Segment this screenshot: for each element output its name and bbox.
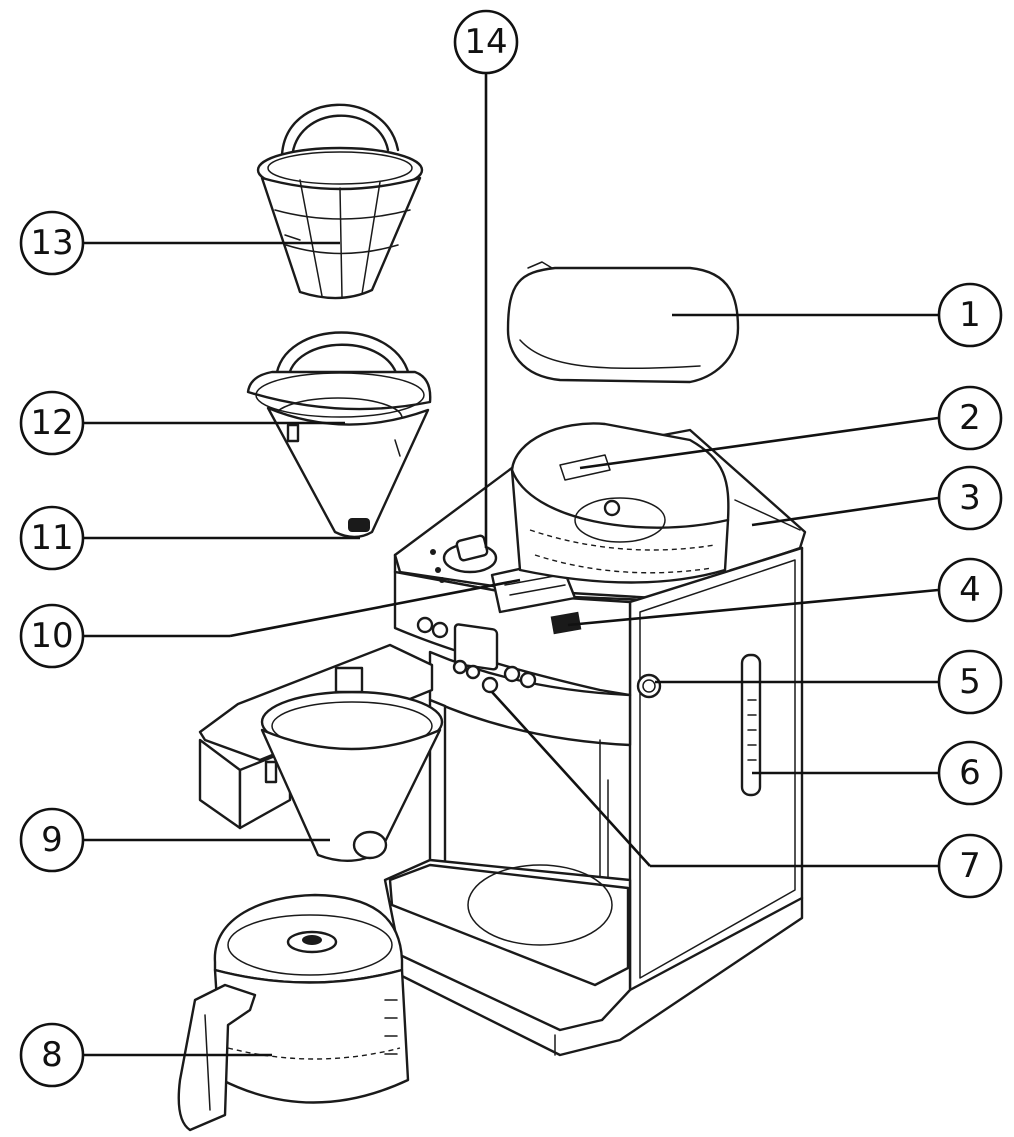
callout-4: 4 bbox=[937, 557, 1003, 623]
callout-13: 13 bbox=[19, 210, 85, 276]
leader-lines bbox=[84, 72, 939, 1057]
callout-ring-10 bbox=[19, 603, 85, 669]
callout-label-7: 7 bbox=[959, 846, 981, 886]
callouts: 1 2 3 4 5 6 7 8 bbox=[19, 9, 1003, 1088]
callout-9: 9 bbox=[19, 807, 85, 873]
callout-ring-13 bbox=[19, 210, 85, 276]
callout-3: 3 bbox=[937, 465, 1003, 531]
callout-ring-8 bbox=[19, 1022, 85, 1088]
callout-ring-7 bbox=[937, 833, 1003, 899]
callout-label-12: 12 bbox=[30, 403, 73, 443]
callout-label-2: 2 bbox=[959, 398, 981, 438]
tank-lid-drawing bbox=[506, 261, 740, 384]
callout-label-13: 13 bbox=[30, 223, 73, 263]
callout-label-5: 5 bbox=[959, 662, 981, 702]
callout-label-4: 4 bbox=[959, 570, 981, 610]
leader-line-4 bbox=[567, 588, 939, 627]
callout-ring-1 bbox=[937, 282, 1003, 348]
callout-ring-3 bbox=[937, 465, 1003, 531]
callout-ring-11 bbox=[19, 505, 85, 571]
callout-5: 5 bbox=[937, 649, 1003, 715]
callout-ring-14 bbox=[453, 9, 519, 75]
filter-holder-drawing bbox=[246, 331, 432, 539]
leader-line-7 bbox=[491, 691, 651, 867]
callout-1: 1 bbox=[937, 282, 1003, 348]
callout-ring-4 bbox=[937, 557, 1003, 623]
callout-label-11: 11 bbox=[30, 518, 73, 558]
carafe-drawing bbox=[177, 893, 410, 1132]
callout-8: 8 bbox=[19, 1022, 85, 1088]
callout-2: 2 bbox=[937, 385, 1003, 451]
callout-label-8: 8 bbox=[41, 1035, 63, 1075]
coffee-maker-body bbox=[383, 422, 807, 1057]
callout-6: 6 bbox=[937, 740, 1003, 806]
leader-line-10b bbox=[229, 578, 521, 638]
callout-14: 14 bbox=[453, 9, 519, 75]
callout-7: 7 bbox=[937, 833, 1003, 899]
callout-label-1: 1 bbox=[959, 295, 981, 335]
leader-line-3 bbox=[751, 496, 939, 527]
callout-ring-2 bbox=[937, 385, 1003, 451]
callout-label-3: 3 bbox=[959, 478, 981, 518]
leader-line-2 bbox=[579, 416, 939, 470]
callout-ring-6 bbox=[937, 740, 1003, 806]
callout-ring-5 bbox=[937, 649, 1003, 715]
callout-10: 10 bbox=[19, 603, 85, 669]
brew-basket-drawing bbox=[198, 643, 444, 863]
callout-label-9: 9 bbox=[41, 820, 63, 860]
callout-12: 12 bbox=[19, 390, 85, 456]
callout-ring-12 bbox=[19, 390, 85, 456]
callout-label-14: 14 bbox=[464, 22, 507, 62]
callout-11: 11 bbox=[19, 505, 85, 571]
callout-ring-9 bbox=[19, 807, 85, 873]
reusable-filter-drawing bbox=[256, 103, 424, 300]
callout-label-10: 10 bbox=[30, 616, 73, 656]
callout-label-6: 6 bbox=[959, 753, 981, 793]
